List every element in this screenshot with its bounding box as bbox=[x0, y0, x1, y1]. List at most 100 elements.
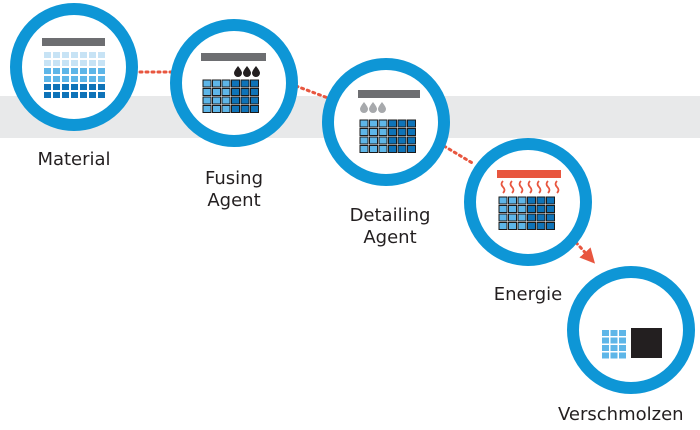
grid-cell bbox=[44, 84, 51, 90]
grid-cell bbox=[359, 119, 369, 128]
grid-cell bbox=[602, 352, 609, 359]
grid-cell bbox=[212, 105, 221, 113]
grid-cell bbox=[250, 88, 259, 96]
grid-cell bbox=[44, 92, 51, 98]
grid-cell bbox=[397, 145, 407, 153]
grid-cell bbox=[602, 337, 609, 344]
grid-cell bbox=[98, 52, 105, 58]
grid-cell bbox=[397, 119, 407, 128]
grid-cell bbox=[517, 213, 527, 222]
grid-cell bbox=[498, 205, 508, 213]
grid-cell bbox=[221, 96, 231, 105]
grid-cell bbox=[388, 145, 397, 153]
grid-cell bbox=[407, 145, 416, 153]
grid-cell bbox=[98, 68, 105, 74]
grid-cell bbox=[221, 105, 231, 113]
grid-cell bbox=[62, 84, 69, 90]
grid-cell bbox=[508, 213, 517, 222]
grid-cell bbox=[619, 337, 626, 344]
grid-cell bbox=[517, 222, 527, 230]
label-fusing-agent: Fusing Agent bbox=[186, 168, 282, 212]
grid-cell bbox=[71, 76, 78, 82]
label-line: Agent bbox=[207, 190, 261, 211]
connector-4-5 bbox=[570, 236, 596, 264]
grid-cell bbox=[527, 213, 536, 222]
label-text: Verschmolzen bbox=[558, 404, 684, 425]
grid-cell bbox=[536, 196, 546, 205]
grid-cell bbox=[369, 145, 378, 153]
grid-cell bbox=[62, 92, 69, 98]
grid-cell bbox=[388, 128, 397, 136]
label-energie: Energie bbox=[480, 284, 576, 306]
grid-cell bbox=[89, 92, 96, 98]
grid-cell bbox=[359, 128, 369, 136]
label-text: Material bbox=[37, 149, 111, 170]
grid-cell bbox=[231, 88, 240, 96]
grid-cell bbox=[508, 196, 517, 205]
step-energie bbox=[464, 138, 592, 266]
grid-cell bbox=[250, 96, 259, 105]
grid-cell bbox=[517, 205, 527, 213]
grid-cell bbox=[388, 119, 397, 128]
step-fusing-agent bbox=[170, 19, 298, 147]
grid-cell bbox=[80, 92, 87, 98]
grid-cell bbox=[397, 128, 407, 136]
grid-cell bbox=[619, 352, 626, 359]
grid-cell bbox=[602, 330, 609, 336]
grid-cell bbox=[212, 96, 221, 105]
grid-cell bbox=[498, 222, 508, 230]
grid-cell bbox=[369, 119, 378, 128]
printhead-bar bbox=[358, 90, 420, 98]
grid-cell bbox=[508, 205, 517, 213]
grid-cell bbox=[98, 60, 105, 66]
grid-cell bbox=[80, 76, 87, 82]
label-detailing-agent: Detailing Agent bbox=[334, 205, 446, 249]
grid-cell bbox=[71, 68, 78, 74]
grid-cell bbox=[397, 136, 407, 145]
grid-cell bbox=[536, 213, 546, 222]
grid-cell bbox=[610, 337, 618, 344]
grid-cell bbox=[517, 196, 527, 205]
grid-cell bbox=[407, 136, 416, 145]
grid-cell bbox=[98, 84, 105, 90]
grid-cell bbox=[546, 196, 555, 205]
grid-cell bbox=[527, 196, 536, 205]
grid-cell bbox=[407, 128, 416, 136]
black-drops-icon bbox=[234, 66, 260, 77]
label-line: Fusing bbox=[205, 168, 263, 189]
grid-cell bbox=[202, 105, 212, 113]
grid-cell bbox=[202, 96, 212, 105]
grid-cell bbox=[359, 136, 369, 145]
grid-cell bbox=[202, 79, 212, 88]
label-line: Detailing bbox=[349, 205, 431, 226]
connector-3-4 bbox=[442, 144, 476, 166]
fused-solid-block bbox=[631, 328, 662, 358]
grid-cell bbox=[221, 79, 231, 88]
grid-cell bbox=[610, 352, 618, 359]
grid-cell bbox=[602, 345, 609, 351]
step-ring bbox=[10, 3, 138, 131]
grid-cell bbox=[53, 60, 60, 66]
grid-cell bbox=[610, 330, 618, 336]
grid-cell bbox=[53, 52, 60, 58]
grid-cell bbox=[498, 213, 508, 222]
label-text: Energie bbox=[493, 284, 563, 305]
grid-cell bbox=[378, 145, 388, 153]
heater-bar bbox=[497, 170, 561, 178]
grid-cell bbox=[378, 119, 388, 128]
grid-cell bbox=[527, 222, 536, 230]
heat-waves-icon bbox=[500, 180, 560, 194]
grid-cell bbox=[89, 60, 96, 66]
grid-cell bbox=[98, 76, 105, 82]
grid-cell bbox=[62, 52, 69, 58]
grid-cell bbox=[89, 52, 96, 58]
grid-cell bbox=[89, 84, 96, 90]
fusing-agent-grid-icon bbox=[202, 79, 259, 113]
grid-cell bbox=[378, 136, 388, 145]
fused-part-icon bbox=[602, 330, 626, 359]
grid-cell bbox=[53, 92, 60, 98]
grid-cell bbox=[44, 76, 51, 82]
grid-cell bbox=[71, 52, 78, 58]
label-material: Material bbox=[28, 149, 120, 171]
label-verschmolzen: Verschmolzen bbox=[558, 404, 700, 426]
